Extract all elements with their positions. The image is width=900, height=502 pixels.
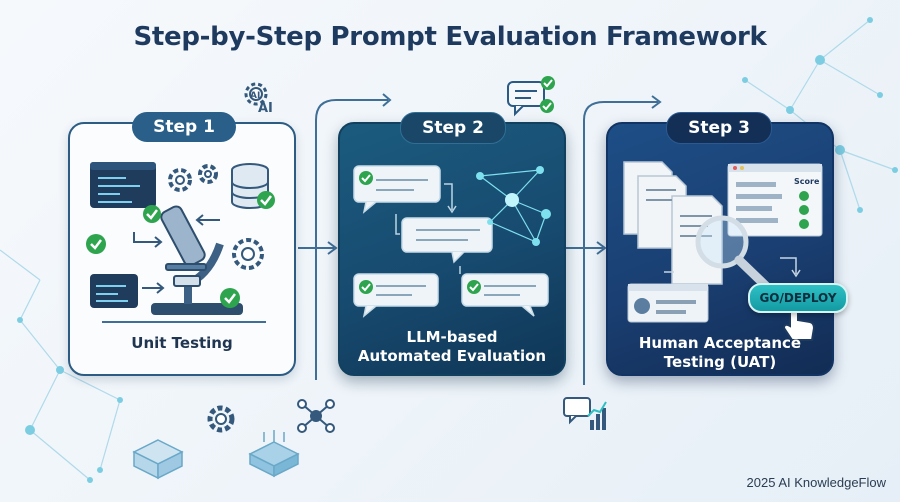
step-1-badge: Step 1 (132, 112, 236, 142)
score-sheet-icon: Score (727, 163, 823, 237)
ai-badge-text-large: AI (258, 101, 273, 116)
score-label: Score (794, 177, 820, 186)
uat-illustration: Score (623, 161, 823, 341)
chat-chart-icon (563, 397, 607, 430)
step-2-badge: Step 2 (400, 112, 506, 144)
step-3-badge: Step 3 (666, 112, 772, 144)
magnifier-icon (695, 215, 771, 291)
code-window-icon (90, 162, 156, 208)
step-2-label-line1: LLM-based (406, 328, 498, 346)
unit-testing-illustration (86, 162, 275, 323)
ai-badge-text: AI (250, 91, 260, 101)
ai-gear-icon: AI AI (244, 82, 273, 116)
step-1-label: Unit Testing (131, 334, 233, 352)
network-node-icon (297, 399, 335, 433)
microscope-icon (151, 205, 243, 315)
step-1-card (68, 122, 296, 376)
cube-icon (132, 439, 184, 480)
go-deploy-button[interactable]: GO/DEPLOY (748, 283, 848, 313)
step-2-card (338, 122, 566, 376)
gear-icon (207, 405, 235, 433)
chat-check-icon (507, 76, 555, 117)
footer-credit: 2025 AI KnowledgeFlow (746, 475, 886, 490)
step-2-label: LLM-based Automated Evaluation (338, 328, 566, 366)
step-3-card: Score (606, 122, 834, 376)
user-profile-icon (627, 283, 709, 323)
chip-icon (248, 430, 300, 478)
llm-evaluation-illustration (353, 165, 551, 318)
step-3-label-line2: Testing (UAT) (663, 353, 777, 371)
step-2-label-line2: Automated Evaluation (357, 347, 547, 365)
step-3-label: Human Acceptance Testing (UAT) (606, 334, 834, 372)
check-icon (86, 191, 275, 308)
step-3-label-line1: Human Acceptance (638, 334, 802, 352)
page-title: Step-by-Step Prompt Evaluation Framework (133, 22, 767, 52)
